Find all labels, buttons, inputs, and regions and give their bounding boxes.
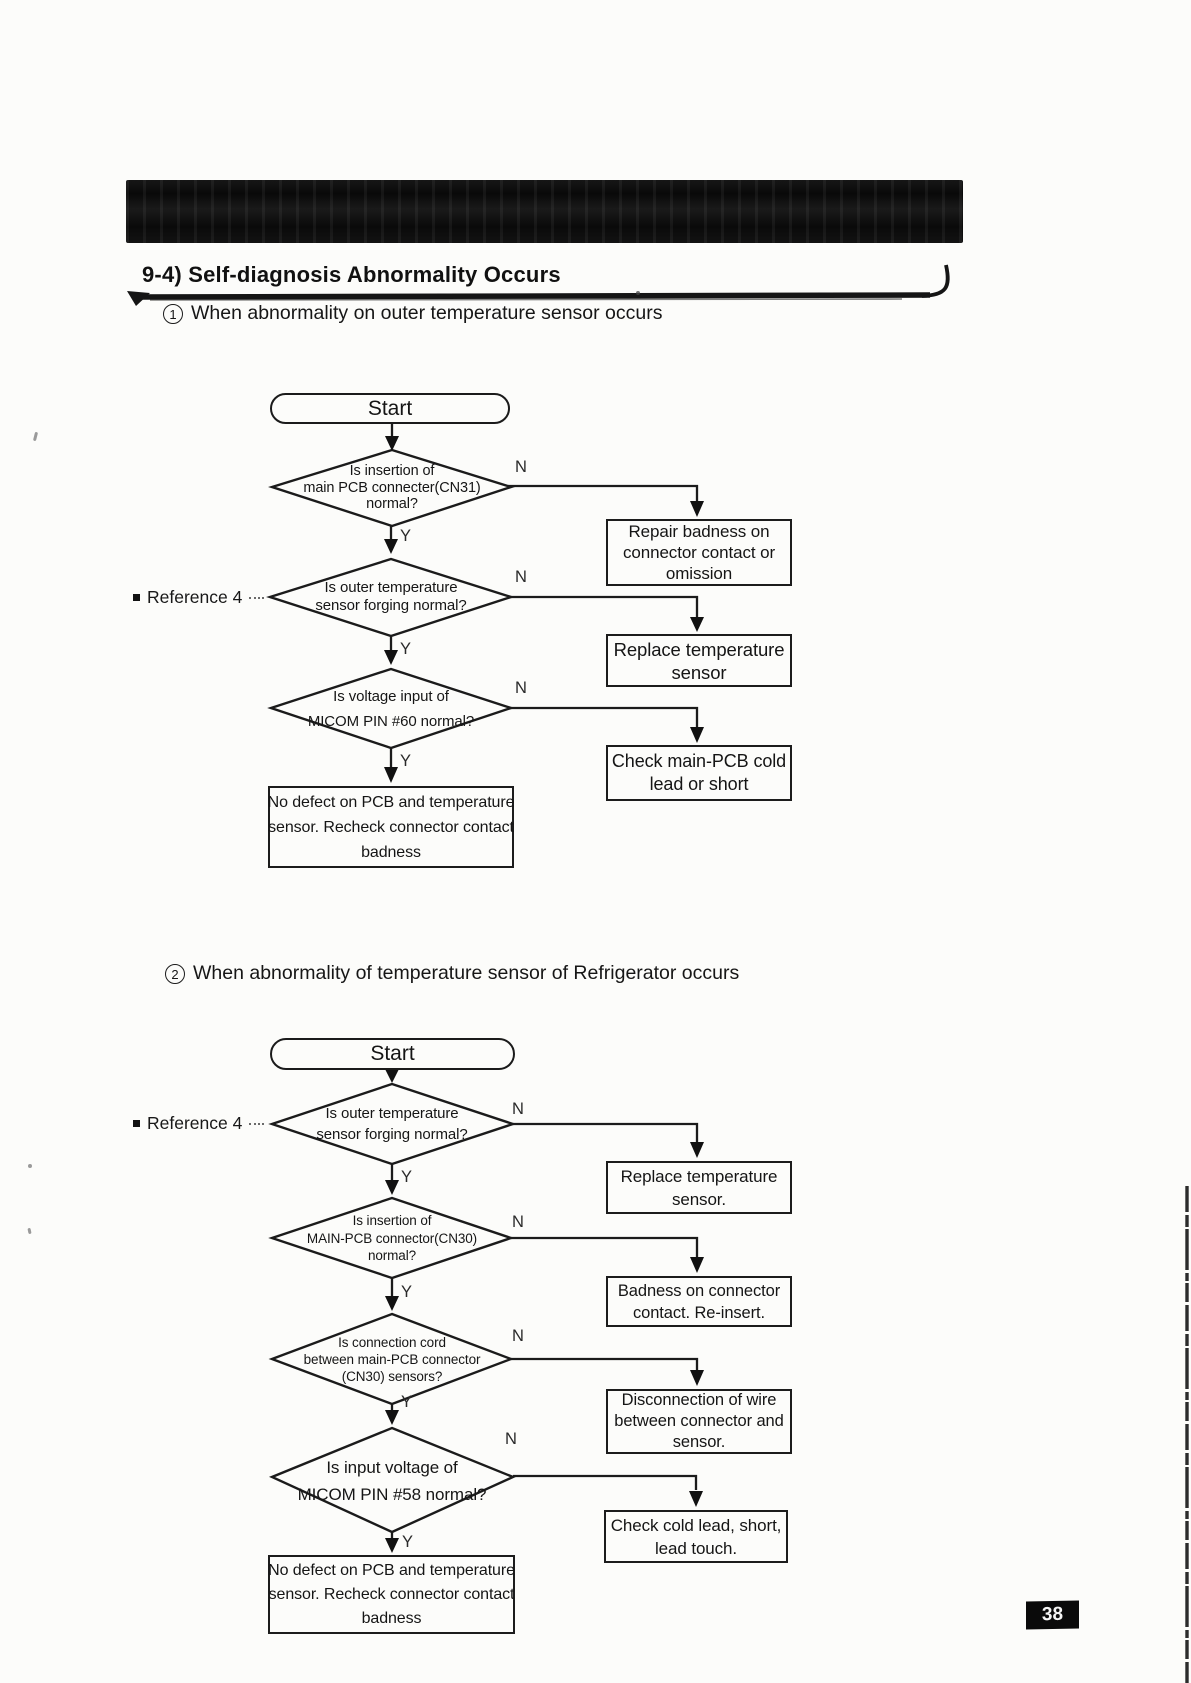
dotted-leader [249,596,265,599]
fc2-no3-arrowhead [690,1370,704,1386]
fc1-yes1-label: Y [400,527,412,545]
fc2-decision2-text: Is insertion of MAIN-PCB connector(CN30)… [306,1213,478,1263]
flowchart2-heading: 2 When abnormality of temperature sensor… [165,962,739,985]
fc1-no1-label: N [515,458,527,476]
scan-speck [636,291,640,295]
fc1-yes2-label: Y [400,640,412,658]
flowchart1-heading: 1 When abnormality on outer temperature … [163,302,662,325]
fc2-no2-connector [511,1236,699,1258]
fc1-yes2-arrowhead [384,650,398,665]
circled-number-2-icon: 2 [165,963,185,984]
fc2-yes3-label: Y [401,1393,413,1411]
fc1-decision1-text: Is insertion of main PCB connecter(CN31)… [303,463,481,512]
fc2-yes1-arrowhead [385,1180,399,1195]
fc1-no2-connector [510,595,699,618]
fc1-decision3-text: Is voltage input of MICOM PIN #60 normal… [307,688,475,730]
fc2-decision3-text: Is connection cord between main-PCB conn… [303,1335,481,1384]
square-bullet-icon [133,594,140,601]
fc1-action1-box: Repair badness on connector contact or o… [606,519,792,586]
fc2-no1-connector [513,1122,699,1143]
flowchart2-heading-text: When abnormality of temperature sensor o… [193,962,740,984]
fc2-no4-arrowhead [689,1491,703,1507]
page-number: 38 [1041,1603,1064,1626]
fc2-start-arrowhead [385,1069,399,1083]
fc2-action3-box: Disconnection of wire between connector … [606,1389,792,1454]
fc1-no2-arrowhead [690,617,704,632]
fc2-yes2-label: Y [401,1283,413,1301]
fc1-start-label: Start [367,396,413,420]
square-bullet-icon [133,1120,140,1127]
scan-speck [27,1227,32,1235]
fc1-no1-connector [508,484,699,502]
fc2-yes4-label: Y [402,1533,414,1551]
scan-speck [32,431,39,442]
fc2-yes2-arrowhead [385,1296,399,1311]
fc1-yes1-arrowhead [384,539,398,554]
fc2-decision4-text: Is input voltage of MICOM PIN #58 normal… [297,1458,487,1504]
fc1-reference-label: Reference 4 [147,587,243,607]
fc1-no3-connector [510,706,699,728]
fc2-no2-arrowhead [690,1257,704,1273]
fc1-no3-label: N [515,679,527,697]
fc2-no2-label: N [512,1213,524,1231]
flowchart1-heading-text: When abnormality on outer temperature se… [191,302,663,324]
fc2-decision1-text: Is outer temperature sensor forging norm… [316,1105,468,1143]
fc2-no4-label: N [505,1430,517,1448]
fc1-reference-note: Reference 4 [133,587,265,608]
fc2-no1-arrowhead [690,1142,704,1158]
fc2-yes4-arrowhead [385,1538,399,1553]
fc2-action2-box: Badness on connector contact. Re-insert. [606,1276,792,1327]
fc1-action3-box: Check main-PCB cold lead or short [606,745,792,801]
fc1-no2-label: N [515,568,527,586]
fc2-no3-label: N [512,1327,524,1345]
section-title: 9-4) Self-diagnosis Abnormality Occurs [142,262,561,287]
fc2-reference-label: Reference 4 [147,1113,243,1133]
dotted-leader [249,1122,265,1125]
fc1-decision2-text: Is outer temperature sensor forging norm… [315,579,467,614]
fc1-no3-arrowhead [690,727,704,743]
circled-number-1-icon: 1 [163,303,183,324]
fc2-no3-connector [511,1357,699,1371]
fc1-no1-arrowhead [690,501,704,517]
fc2-result-box: No defect on PCB and temperature sensor.… [268,1555,515,1634]
fc1-result-box: No defect on PCB and temperature sensor.… [268,786,514,868]
fc2-reference-note: Reference 4 [133,1113,265,1134]
fc2-yes3-arrowhead [385,1410,399,1425]
fc2-action1-box: Replace temperature sensor. [606,1161,792,1214]
page-number-badge: 38 [1026,1600,1079,1630]
fc2-yes1-label: Y [401,1168,413,1186]
fc2-no4-connector [513,1474,698,1490]
fc1-start-arrowhead [385,436,399,451]
scan-speck [28,1164,32,1168]
fc1-start-terminator: Start [270,393,510,424]
header-black-banner [126,180,963,243]
fc2-no1-label: N [512,1100,524,1118]
fc1-yes3-arrowhead [384,767,398,783]
fc1-action2-box: Replace temperature sensor [606,634,792,687]
fc2-action4-box: Check cold lead, short, lead touch. [604,1510,788,1563]
fc1-yes3-label: Y [400,752,412,770]
fc2-start-label: Start [370,1042,415,1065]
fc2-start-terminator: Start [270,1038,515,1070]
